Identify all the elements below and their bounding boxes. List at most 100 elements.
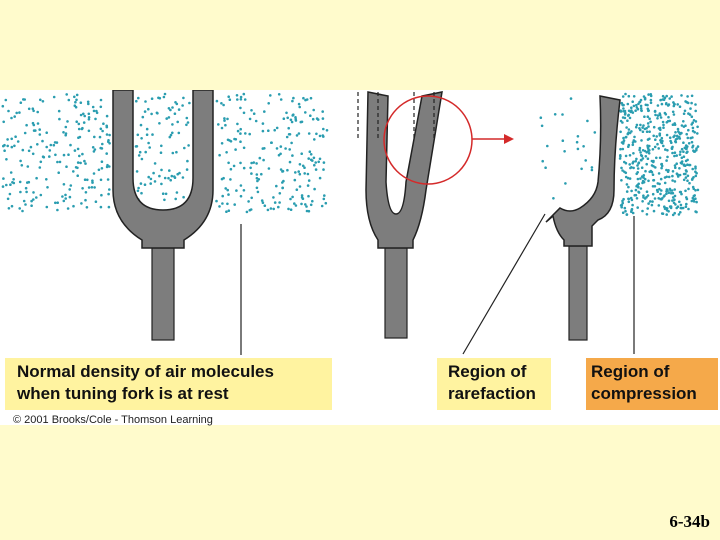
- molecule-dot: [631, 111, 635, 114]
- molecule-dot: [665, 192, 668, 196]
- molecule-dot: [694, 170, 697, 173]
- molecule-dot: [652, 165, 655, 168]
- molecule-dot: [222, 103, 225, 107]
- molecule-dot: [640, 166, 644, 169]
- molecule-dot: [300, 120, 304, 124]
- molecule-dot: [135, 145, 139, 148]
- molecule-dot: [69, 143, 72, 147]
- molecule-dot: [619, 155, 622, 158]
- molecule-dot: [649, 98, 653, 102]
- molecule-dot: [687, 142, 691, 145]
- molecule-dot: [656, 104, 660, 107]
- molecule-dot: [654, 138, 657, 141]
- molecule-dot: [670, 95, 673, 98]
- molecule-dot: [75, 98, 78, 102]
- molecule-dot: [637, 190, 640, 194]
- molecule-dot: [659, 116, 663, 119]
- molecule-dot: [227, 209, 231, 212]
- molecule-dot: [305, 98, 309, 101]
- molecule-dot: [10, 204, 14, 208]
- molecule-dot: [679, 206, 683, 210]
- molecule-dot: [631, 211, 635, 215]
- molecule-dot: [27, 149, 31, 153]
- molecule-dot: [289, 208, 293, 211]
- slide-number: 6-34b: [669, 512, 710, 531]
- molecule-dot: [100, 160, 104, 163]
- molecule-dot: [627, 197, 630, 201]
- molecule-dot: [139, 123, 143, 127]
- molecule-dot: [69, 184, 73, 187]
- molecule-dot: [105, 152, 108, 155]
- molecule-dot: [158, 174, 161, 178]
- molecule-dot: [684, 189, 687, 193]
- molecule-dot: [160, 168, 163, 172]
- molecule-dot: [624, 154, 628, 158]
- molecule-dot: [152, 171, 155, 175]
- molecule-dot: [635, 157, 638, 161]
- molecule-dot: [318, 134, 322, 138]
- molecule-dot: [171, 106, 174, 109]
- molecule-dot: [675, 154, 678, 157]
- molecule-dot: [584, 159, 587, 162]
- molecule-dot: [229, 167, 233, 171]
- molecule-dot: [21, 148, 25, 152]
- molecule-dot: [297, 102, 301, 106]
- molecule-dot: [691, 167, 694, 171]
- molecule-dot: [317, 160, 321, 164]
- molecule-dot: [178, 171, 181, 175]
- molecule-dot: [671, 196, 675, 199]
- molecule-dot: [696, 125, 699, 129]
- molecule-dot: [294, 116, 297, 119]
- molecule-dot: [86, 178, 89, 182]
- molecule-dot: [624, 209, 627, 213]
- molecule-dot: [624, 161, 628, 165]
- molecule-dot: [593, 131, 597, 134]
- molecule-dot: [292, 96, 295, 100]
- molecule-dot: [628, 177, 632, 180]
- molecule-dot: [227, 193, 230, 196]
- molecule-dot: [690, 94, 694, 98]
- molecule-dot: [659, 98, 662, 102]
- molecule-dot: [650, 203, 654, 207]
- molecule-dot: [321, 110, 325, 113]
- molecule-dot: [58, 117, 61, 121]
- tuning-fork-vibrating: [357, 91, 443, 339]
- molecule-dot: [177, 108, 181, 111]
- molecule-dot: [220, 177, 224, 181]
- molecule-dot: [242, 166, 246, 170]
- molecule-dot: [252, 161, 256, 164]
- molecule-dot: [663, 111, 667, 115]
- molecule-dot: [635, 123, 639, 127]
- molecule-dot: [621, 147, 625, 151]
- molecule-dot: [309, 203, 313, 207]
- caption-compression: Region of compression: [586, 358, 718, 410]
- molecule-dot: [632, 95, 636, 98]
- molecule-dot: [627, 94, 631, 98]
- molecule-dot: [297, 132, 301, 135]
- molecule-dot: [226, 117, 229, 121]
- molecule-dot: [87, 102, 90, 106]
- molecule-dot: [619, 109, 622, 112]
- molecule-dot: [45, 131, 48, 134]
- molecule-dot: [263, 147, 266, 150]
- molecule-dot: [288, 148, 292, 151]
- molecule-dot: [626, 102, 630, 106]
- molecule-dot: [675, 162, 678, 165]
- molecule-dot: [80, 202, 83, 205]
- molecule-dot: [255, 173, 259, 176]
- molecule-dot: [300, 202, 303, 206]
- molecule-dot: [65, 93, 68, 96]
- molecule-dot: [313, 187, 316, 191]
- molecule-dot: [678, 105, 682, 108]
- molecule-dot: [4, 98, 8, 102]
- molecule-dot: [679, 203, 683, 207]
- molecule-dot: [674, 166, 677, 169]
- molecule-dot: [100, 167, 104, 170]
- molecule-dot: [625, 213, 629, 216]
- air-molecules-compression: [618, 92, 700, 217]
- molecule-dot: [303, 166, 306, 169]
- molecule-dot: [563, 150, 566, 153]
- molecule-dot: [639, 107, 643, 110]
- molecule-dot: [75, 93, 79, 97]
- molecule-dot: [661, 197, 664, 200]
